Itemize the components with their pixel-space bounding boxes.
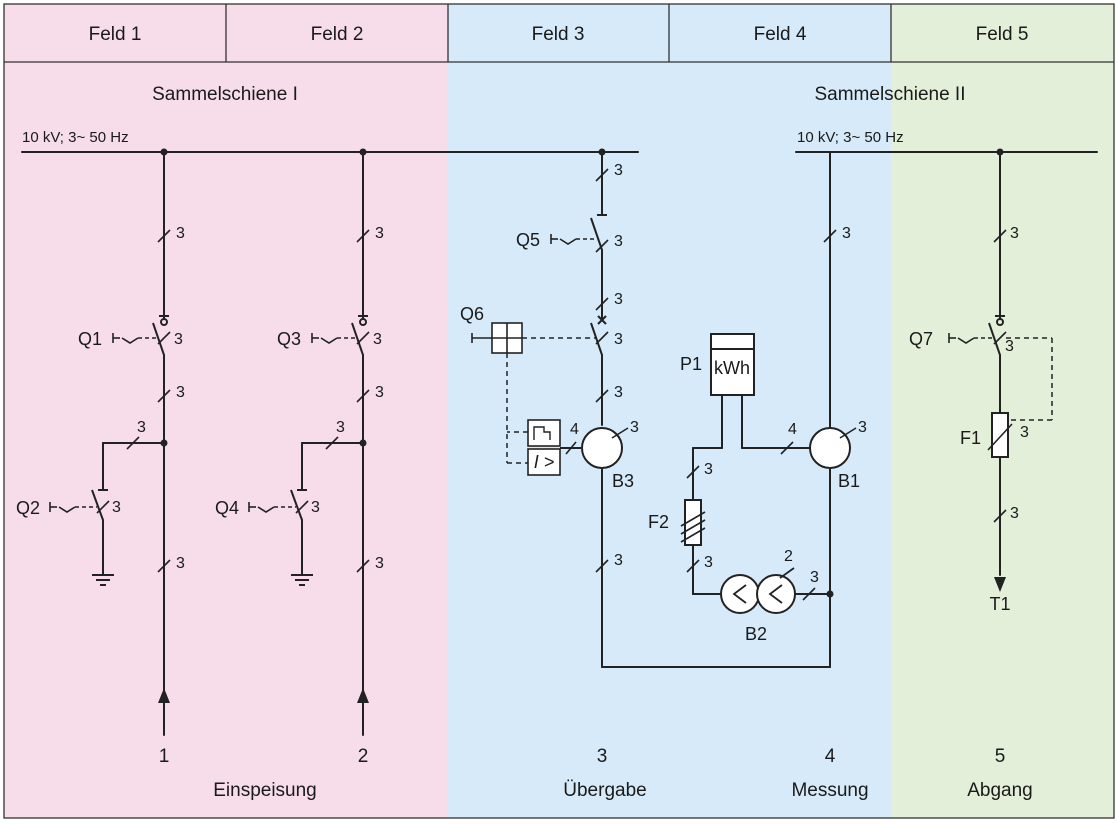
header-field-3: Feld 3: [532, 24, 585, 45]
kwh-meter: [710, 333, 755, 396]
panel-uebergabe-messung: [448, 4, 891, 818]
footer-label-abgang: Abgang: [967, 780, 1033, 801]
f1-link: [1006, 337, 1053, 421]
svg-text:3: 3: [614, 331, 623, 348]
footer-number-4: 4: [825, 746, 836, 767]
label-q4: Q4: [215, 498, 239, 518]
b3-arrow: [611, 427, 857, 439]
svg-text:3: 3: [614, 291, 623, 308]
switch-contacts: [91, 214, 1005, 521]
label-t1: T1: [989, 594, 1010, 614]
outgoing-arrow-t1: [994, 577, 1006, 592]
svg-text:3: 3: [176, 225, 185, 242]
svg-text:3: 3: [137, 419, 146, 436]
busbar-1-title: Sammelschiene I: [152, 84, 298, 105]
label-q7: Q7: [909, 329, 933, 349]
panel-einspeisung: [4, 4, 448, 818]
svg-text:3: 3: [174, 331, 183, 348]
header-field-5: Feld 5: [976, 24, 1029, 45]
voltage-transformer-b2-b: [756, 574, 796, 614]
junction-dots: [160, 148, 1004, 598]
label-p1: P1: [680, 354, 702, 374]
label-b1: B1: [838, 471, 860, 491]
footer-label-messung: Messung: [791, 780, 868, 801]
footer-number-2: 2: [358, 746, 369, 767]
svg-text:3: 3: [336, 419, 345, 436]
svg-text:4: 4: [788, 421, 797, 438]
label-f1: F1: [960, 428, 981, 448]
svg-text:3: 3: [614, 233, 623, 250]
footer-number-1: 1: [159, 746, 170, 767]
relay-label: I >: [534, 452, 555, 472]
footer-number-5: 5: [995, 746, 1006, 767]
svg-text:3: 3: [1020, 424, 1029, 441]
svg-text:3: 3: [375, 225, 384, 242]
svg-text:3: 3: [373, 331, 382, 348]
feed-arrow-1: [158, 688, 170, 703]
svg-text:3: 3: [375, 555, 384, 572]
header-row: [3, 3, 1115, 819]
conductor-counts: 3 3 3 3 3 3 3 3 3 3 3 3 3 3 3 3 3 3 3 3 …: [112, 162, 1029, 586]
label-b2: B2: [745, 624, 767, 644]
svg-text:3: 3: [176, 555, 185, 572]
busbar-1-rating: 10 kV; 3~ 50 Hz: [22, 129, 129, 146]
svg-text:3: 3: [704, 554, 713, 571]
label-q2: Q2: [16, 498, 40, 518]
svg-text:3: 3: [176, 384, 185, 401]
current-transformer-b3: [581, 427, 623, 469]
kwh-label: kWh: [714, 358, 750, 378]
earth-symbols: [92, 574, 313, 586]
svg-text:3: 3: [810, 569, 819, 586]
busbar-2-title: Sammelschiene II: [814, 84, 965, 105]
actuators: [49, 234, 994, 513]
footer-label-uebergabe: Übergabe: [563, 780, 646, 801]
f1-ticks: [987, 423, 1013, 451]
svg-text:2: 2: [784, 548, 793, 565]
footer-number-3: 3: [597, 746, 608, 767]
svg-text:3: 3: [630, 419, 639, 436]
svg-text:3: 3: [704, 461, 713, 478]
panel-abgang: [891, 4, 1114, 818]
svg-text:3: 3: [1010, 505, 1019, 522]
svg-text:4: 4: [570, 421, 579, 438]
relay-time-icon: [533, 426, 551, 440]
relay-links: [506, 353, 528, 464]
label-q5: Q5: [516, 230, 540, 250]
svg-text:3: 3: [614, 162, 623, 179]
svg-text:3: 3: [112, 499, 121, 516]
fuse-f1: [991, 412, 1009, 458]
svg-text:3: 3: [375, 384, 384, 401]
svg-text:3: 3: [311, 499, 320, 516]
svg-text:3: 3: [858, 419, 867, 436]
svg-text:3: 3: [614, 552, 623, 569]
label-f2: F2: [648, 512, 669, 532]
svg-text:3: 3: [842, 225, 851, 242]
svg-text:3: 3: [614, 384, 623, 401]
header-field-2: Feld 2: [311, 24, 364, 45]
current-transformer-b1: [809, 427, 851, 469]
voltage-transformer-b2-a: [720, 574, 760, 614]
busbar-2-rating: 10 kV; 3~ 50 Hz: [797, 129, 904, 146]
header-field-4: Feld 4: [754, 24, 807, 45]
label-q1: Q1: [78, 329, 102, 349]
svg-text:3: 3: [1005, 338, 1014, 355]
feed-arrow-2: [357, 688, 369, 703]
label-b3: B3: [612, 471, 634, 491]
conductor-slashes: [96, 168, 1007, 601]
footer-label-einspeisung: Einspeisung: [213, 780, 317, 801]
header-field-1: Feld 1: [89, 24, 142, 45]
f2-ticks: [680, 511, 706, 543]
overcurrent-relay: [527, 419, 561, 476]
b2-symbols: [732, 567, 795, 604]
label-q3: Q3: [277, 329, 301, 349]
label-q6: Q6: [460, 304, 484, 324]
q6-drive-box: [491, 322, 523, 354]
svg-text:3: 3: [1010, 225, 1019, 242]
